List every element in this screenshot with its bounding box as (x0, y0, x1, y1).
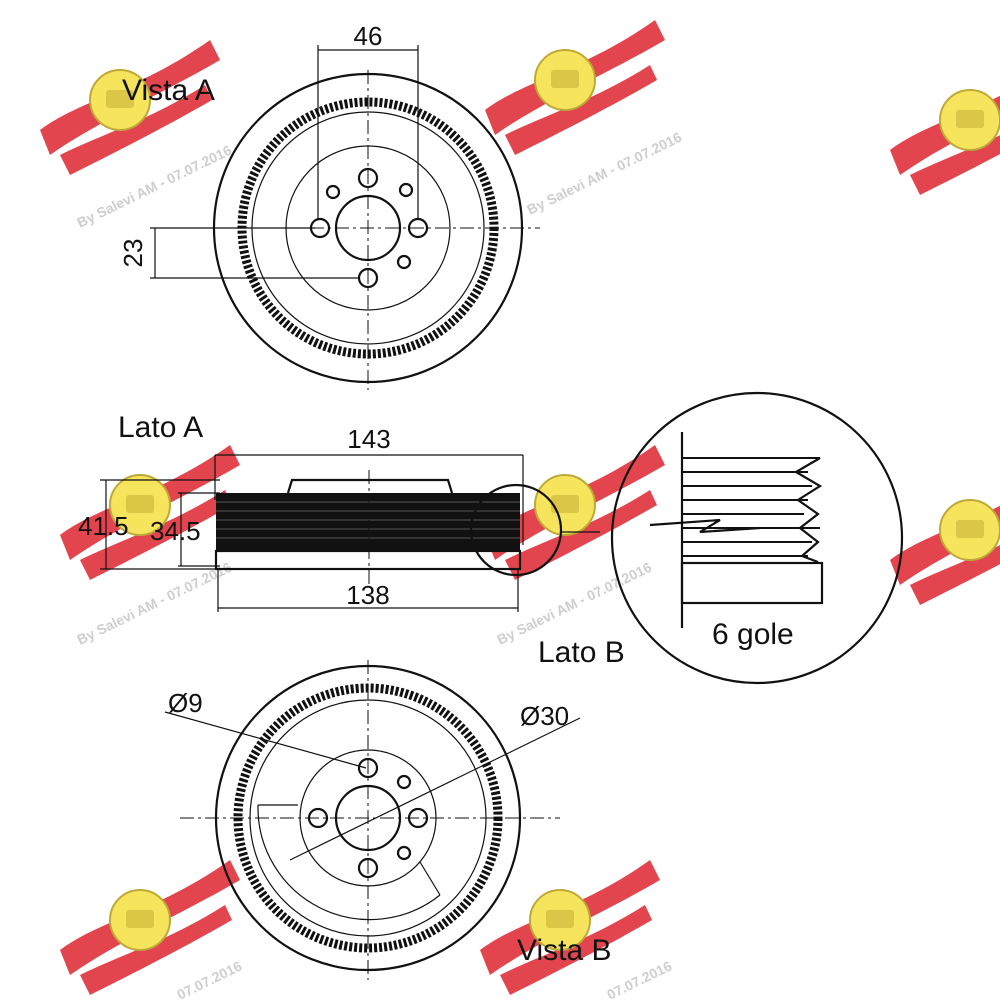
vista-b-view: Ø9 Ø30 Vista B (164, 660, 612, 980)
watermark-text: 07.07.2016 (174, 958, 244, 1000)
inner-ring (249, 699, 487, 937)
vista-a-label: Vista A (122, 74, 215, 107)
groove-detail-view: 6 gole (610, 391, 904, 685)
groove-profile (793, 457, 823, 564)
bolt-hole (357, 857, 379, 879)
dimension-23-label: 23 (118, 239, 148, 268)
watermark-logo (39, 39, 221, 176)
lato-a-view: Lato A 143 41.5 34.5 138 Lato (78, 411, 625, 669)
diameter-30-leader (289, 717, 581, 861)
detail-circle (610, 391, 904, 685)
dimension-34-5-label: 34.5 (150, 516, 201, 546)
bolt-hole (407, 807, 429, 829)
detail-arrow (649, 518, 761, 534)
inner-segment-arc (257, 804, 441, 921)
diameter-30-label: Ø30 (520, 701, 569, 731)
bolt-hole (357, 167, 379, 189)
center-bore (334, 194, 402, 262)
poly-v-belt-groove-section (216, 493, 520, 551)
bolt-hole (357, 757, 379, 779)
watermark-text: 07.07.2016 (604, 958, 674, 1000)
pulley-outer-rim (214, 664, 522, 972)
watermark-logo (889, 469, 1000, 606)
watermark-logo (484, 19, 666, 156)
detail-callout-circle (469, 483, 563, 577)
diameter-9-label: Ø9 (168, 688, 203, 718)
hub-flange (299, 749, 437, 887)
pin-hole (398, 182, 414, 198)
hub-profile (286, 478, 454, 494)
watermark-text: By Salevi AM - 07.07.2016 (524, 129, 684, 218)
pin-hole (396, 845, 412, 861)
diameter-9-leader (164, 711, 367, 769)
vista-b-label: Vista B (517, 934, 612, 967)
detail-base-flange (680, 561, 824, 605)
groove-lines (216, 501, 520, 539)
pin-hole (396, 254, 412, 270)
dimension-138-label: 138 (346, 580, 389, 610)
segment-line (419, 861, 441, 896)
dimension-41-5-label: 41.5 (78, 511, 129, 541)
dimension-46-label: 46 (354, 21, 383, 51)
dimension-143-label: 143 (347, 424, 390, 454)
watermark-logo (889, 59, 1000, 196)
center-bore (334, 784, 402, 852)
vista-a-view: 46 23 Vista A (118, 21, 540, 390)
bolt-hole (307, 807, 329, 829)
lato-a-label: Lato A (118, 411, 203, 444)
lato-b-label: Lato B (538, 636, 625, 669)
pin-hole (396, 774, 412, 790)
base-flange (214, 549, 522, 571)
pin-hole (325, 184, 341, 200)
rubber-damper-ring (233, 683, 503, 953)
groove-count-label: 6 gole (712, 618, 794, 651)
